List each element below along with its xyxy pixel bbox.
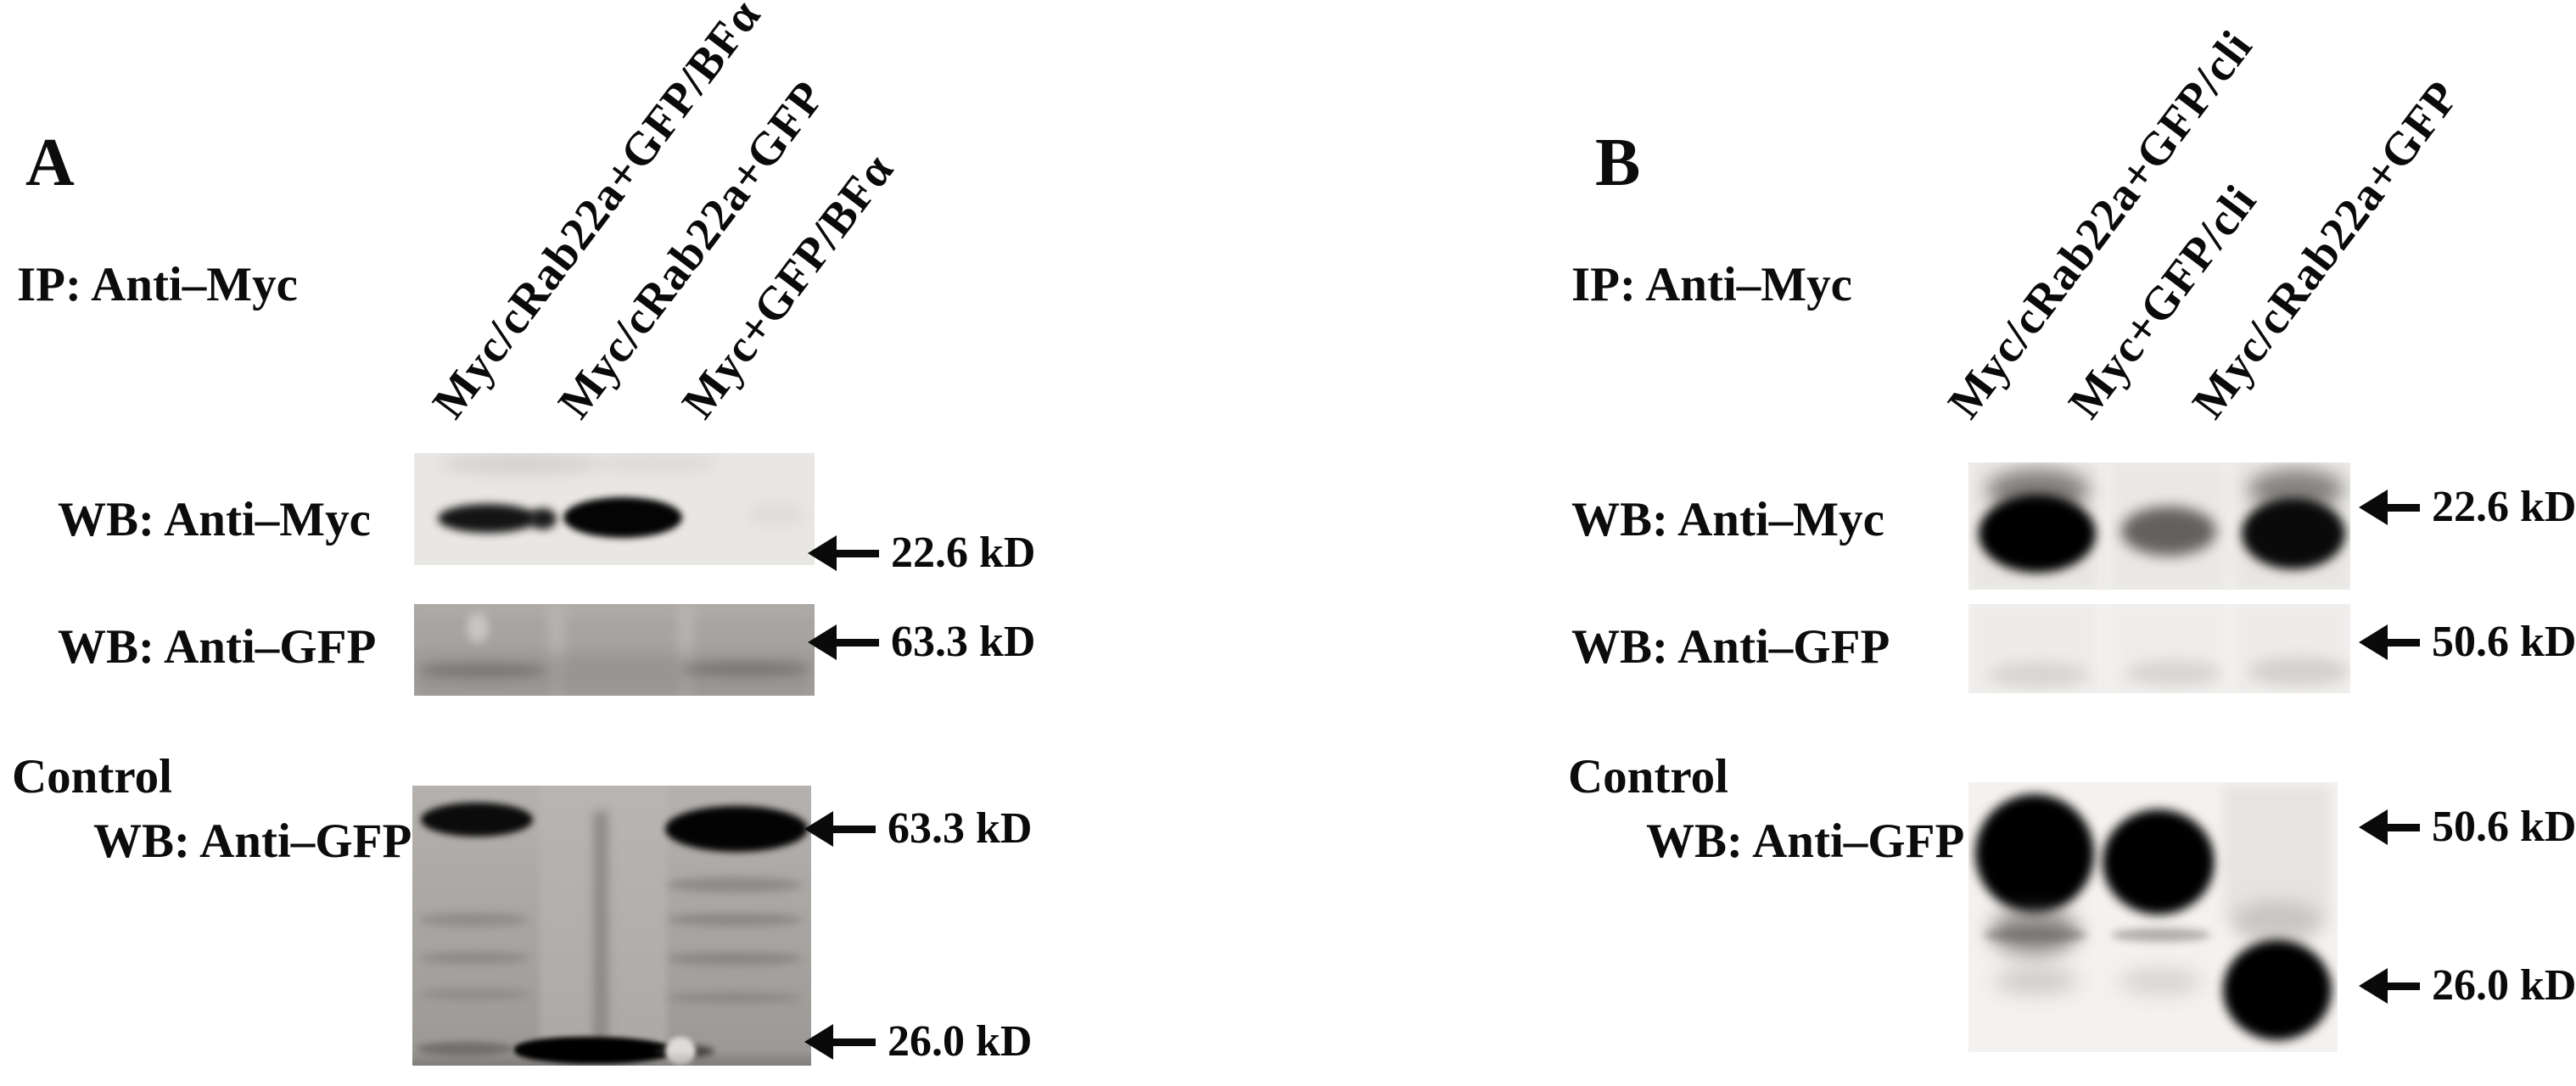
band-faint (419, 952, 529, 964)
marker-label: 50.6 kD (2432, 803, 2576, 851)
band-faint (682, 662, 809, 676)
marker-label: 22.6 kD (2432, 483, 2576, 531)
band-lane1 (438, 504, 538, 533)
left-arrow-icon (2359, 809, 2388, 845)
arrow-tail (832, 1038, 876, 1046)
lane3-column (2223, 786, 2330, 921)
control-wb-label: WB: Anti–GFP (93, 814, 412, 868)
marker-label: 50.6 kD (2432, 618, 2576, 666)
ip-label: IP: Anti–Myc (17, 258, 298, 311)
band-lane2 (563, 497, 682, 538)
band-faint (419, 913, 529, 926)
band-faint (419, 663, 546, 678)
size-marker: 22.6 kD (2359, 484, 2576, 530)
band-lane3-faint (747, 501, 806, 528)
left-arrow-icon (2359, 490, 2388, 525)
white-spot (665, 1037, 696, 1066)
wb-row-label: WB: Anti–Myc (1571, 493, 1884, 546)
speck (467, 613, 489, 643)
band-lane1 (529, 508, 557, 529)
left-arrow-icon (808, 624, 837, 660)
band-lane1-faint (1984, 928, 2087, 942)
wb-row-label: WB: Anti–Myc (58, 493, 371, 546)
left-arrow-icon (2359, 624, 2388, 660)
panel-a: A IP: Anti–Myc Myc/cRab22a+GFP/BFα Myc/c… (0, 0, 1128, 1086)
panel-letter: A (25, 126, 75, 200)
band-faint (667, 952, 803, 966)
smear (592, 455, 720, 472)
control-label: Control (1568, 750, 1728, 803)
arrow-tail (835, 638, 879, 647)
band-lane3-fade-top (2232, 901, 2323, 943)
arrow-tail (835, 549, 879, 557)
bottom-shade (412, 1050, 811, 1066)
ghost-smudge (1989, 662, 2089, 687)
wb-row-label: WB: Anti–GFP (58, 620, 377, 674)
control-wb-label: WB: Anti–GFP (1646, 814, 1965, 868)
band-lane1-63kd (421, 803, 533, 837)
smear (440, 455, 601, 473)
arrow-tail (832, 825, 876, 833)
band-faint (667, 993, 803, 1003)
size-marker: 50.6 kD (2359, 619, 2576, 665)
band-faint (419, 989, 529, 999)
size-marker: 63.3 kD (804, 806, 1032, 852)
left-arrow-icon (808, 535, 837, 571)
marker-label: 26.0 kD (888, 1017, 1033, 1066)
size-marker: 50.6 kD (2359, 804, 2576, 850)
band-lane1 (1979, 495, 2096, 573)
wb-row-label: WB: Anti–GFP (1571, 620, 1890, 674)
size-marker: 22.6 kD (808, 530, 1035, 576)
band-lane1-faint (416, 1042, 514, 1055)
band-lane2-26kd (514, 1037, 675, 1064)
blot-ip-anti-myc (1968, 462, 2350, 590)
control-label: Control (12, 750, 172, 803)
size-marker: 26.0 kD (804, 1019, 1032, 1065)
blot-ip-anti-gfp (1968, 604, 2350, 693)
band-lane1-fade (1994, 967, 2079, 994)
ghost-smudge (2126, 660, 2221, 686)
marker-label: 26.0 kD (2432, 961, 2576, 1010)
band-lane3-26kd (2223, 940, 2332, 1040)
smear (414, 604, 815, 616)
left-arrow-icon (804, 1024, 833, 1060)
panel-letter: B (1595, 126, 1641, 200)
marker-label: 63.3 kD (891, 618, 1036, 666)
blot-control-anti-gfp (1968, 782, 2338, 1052)
arrow-tail (2386, 823, 2420, 831)
left-arrow-icon (804, 811, 833, 847)
arrow-tail (2386, 503, 2420, 512)
left-arrow-icon (2359, 968, 2388, 1004)
blot-ip-anti-myc (414, 453, 815, 565)
band-lane3 (2242, 498, 2345, 569)
marker-label: 63.3 kD (888, 804, 1033, 853)
arrow-tail (2386, 982, 2420, 990)
blot-control-anti-gfp (412, 786, 811, 1066)
size-marker: 63.3 kD (808, 619, 1035, 665)
ghost-smudge (2248, 657, 2349, 686)
band-faint (667, 913, 803, 926)
band-faint (667, 877, 803, 893)
blot-ip-anti-gfp (414, 604, 815, 696)
band-lane3-63kd (665, 806, 808, 852)
band-lane2-faint (2111, 928, 2211, 942)
lane2-streak (594, 811, 608, 1042)
marker-label: 22.6 kD (891, 529, 1036, 577)
band-lane2-fade (2118, 969, 2203, 994)
size-marker: 26.0 kD (2359, 963, 2576, 1009)
panel-b: B IP: Anti–Myc Myc/cRab22a+GFP/cli Myc+G… (1554, 0, 2576, 1086)
arrow-tail (2386, 638, 2420, 647)
band-lane2-50kd (2103, 809, 2215, 915)
band-lane2 (2121, 507, 2216, 556)
ip-label: IP: Anti–Myc (1571, 258, 1852, 311)
band-lane1-50kd (1975, 794, 2094, 913)
